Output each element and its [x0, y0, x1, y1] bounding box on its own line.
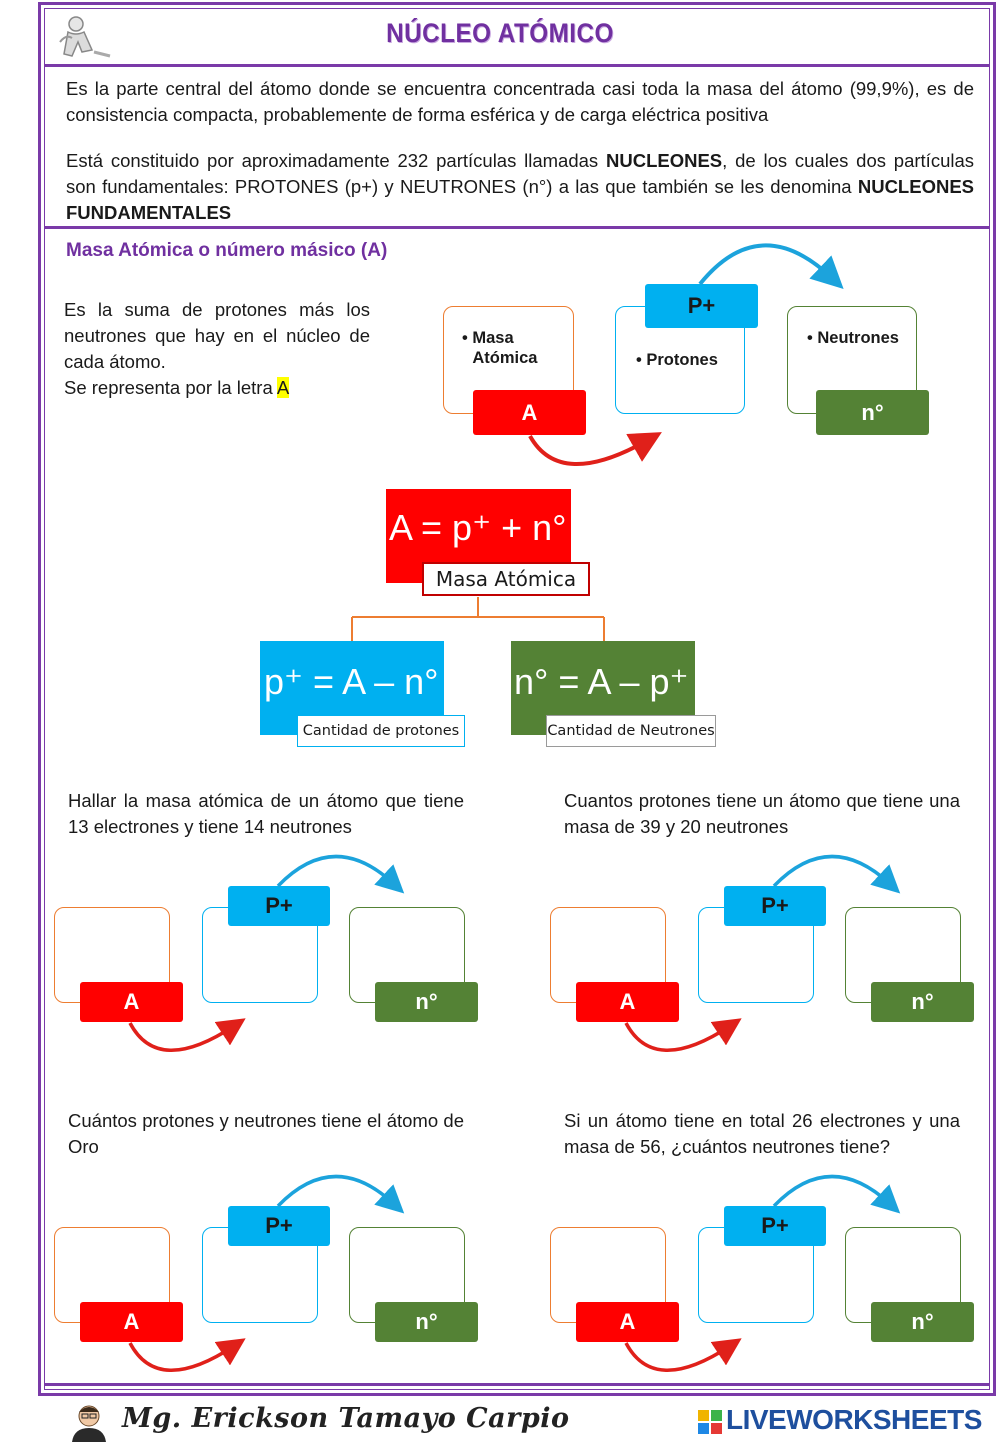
protons-box-text: • Protones	[636, 351, 718, 369]
thinking-figure-icon	[59, 16, 111, 58]
intro-divider	[44, 226, 990, 229]
header-divider	[44, 64, 990, 67]
exercise-2-question: Cuantos protones tiene un átomo que tien…	[564, 790, 960, 837]
liveworksheets-logo-icon	[698, 1410, 722, 1434]
intro-paragraph-2: Está constituido por aproximadamente 232…	[66, 150, 975, 223]
exercise-4-question: Si un átomo tiene en total 26 electrones…	[564, 1110, 960, 1157]
label-a: A	[473, 390, 586, 435]
exercise-4-label-p: P+	[724, 1206, 826, 1246]
label-n: n°	[816, 390, 929, 435]
brand-name: LIVEWORKSHEETS	[726, 1404, 982, 1435]
label-p: P+	[645, 284, 758, 328]
neutrons-box-text: • Neutrones	[807, 329, 899, 347]
exercise-3-label-a: A	[80, 1302, 183, 1342]
exercise-3-question: Cuántos protones y neutrones tiene el át…	[68, 1110, 464, 1157]
neutrons-formula-caption: Cantidad de Neutrones	[546, 715, 716, 747]
mass-explanation: Es la suma de protones más los neutrones…	[64, 299, 370, 398]
intro-paragraph-1: Es la parte central del átomo donde se e…	[66, 78, 974, 125]
exercise-1-label-p: P+	[228, 886, 330, 926]
exercise-4-label-n: n°	[871, 1302, 974, 1342]
exercise-1-label-a: A	[80, 982, 183, 1022]
mass-box-text: • Masa Atómica	[462, 329, 538, 367]
protons-formula-caption: Cantidad de protones	[297, 715, 465, 747]
highlighted-letter: A	[276, 377, 290, 398]
exercise-1-question: Hallar la masa atómica de un átomo que t…	[68, 790, 464, 837]
page-title: NÚCLEO ATÓMICO	[386, 18, 614, 48]
footer-divider	[44, 1383, 990, 1386]
main-formula-caption: Masa Atómica	[422, 562, 590, 596]
section-title: Masa Atómica o número másico (A)	[66, 240, 388, 261]
author-avatar-icon	[72, 1405, 106, 1442]
exercise-2-label-p: P+	[724, 886, 826, 926]
exercise-2-label-a: A	[576, 982, 679, 1022]
exercise-2-label-n: n°	[871, 982, 974, 1022]
exercise-3-label-n: n°	[375, 1302, 478, 1342]
author-signature: Mg. Erickson Tamayo Carpio	[122, 1403, 570, 1434]
page-frame	[38, 2, 996, 1396]
exercise-3-label-p: P+	[228, 1206, 330, 1246]
page-frame-inner	[44, 8, 990, 1390]
exercise-4-label-a: A	[576, 1302, 679, 1342]
exercise-1-label-n: n°	[375, 982, 478, 1022]
